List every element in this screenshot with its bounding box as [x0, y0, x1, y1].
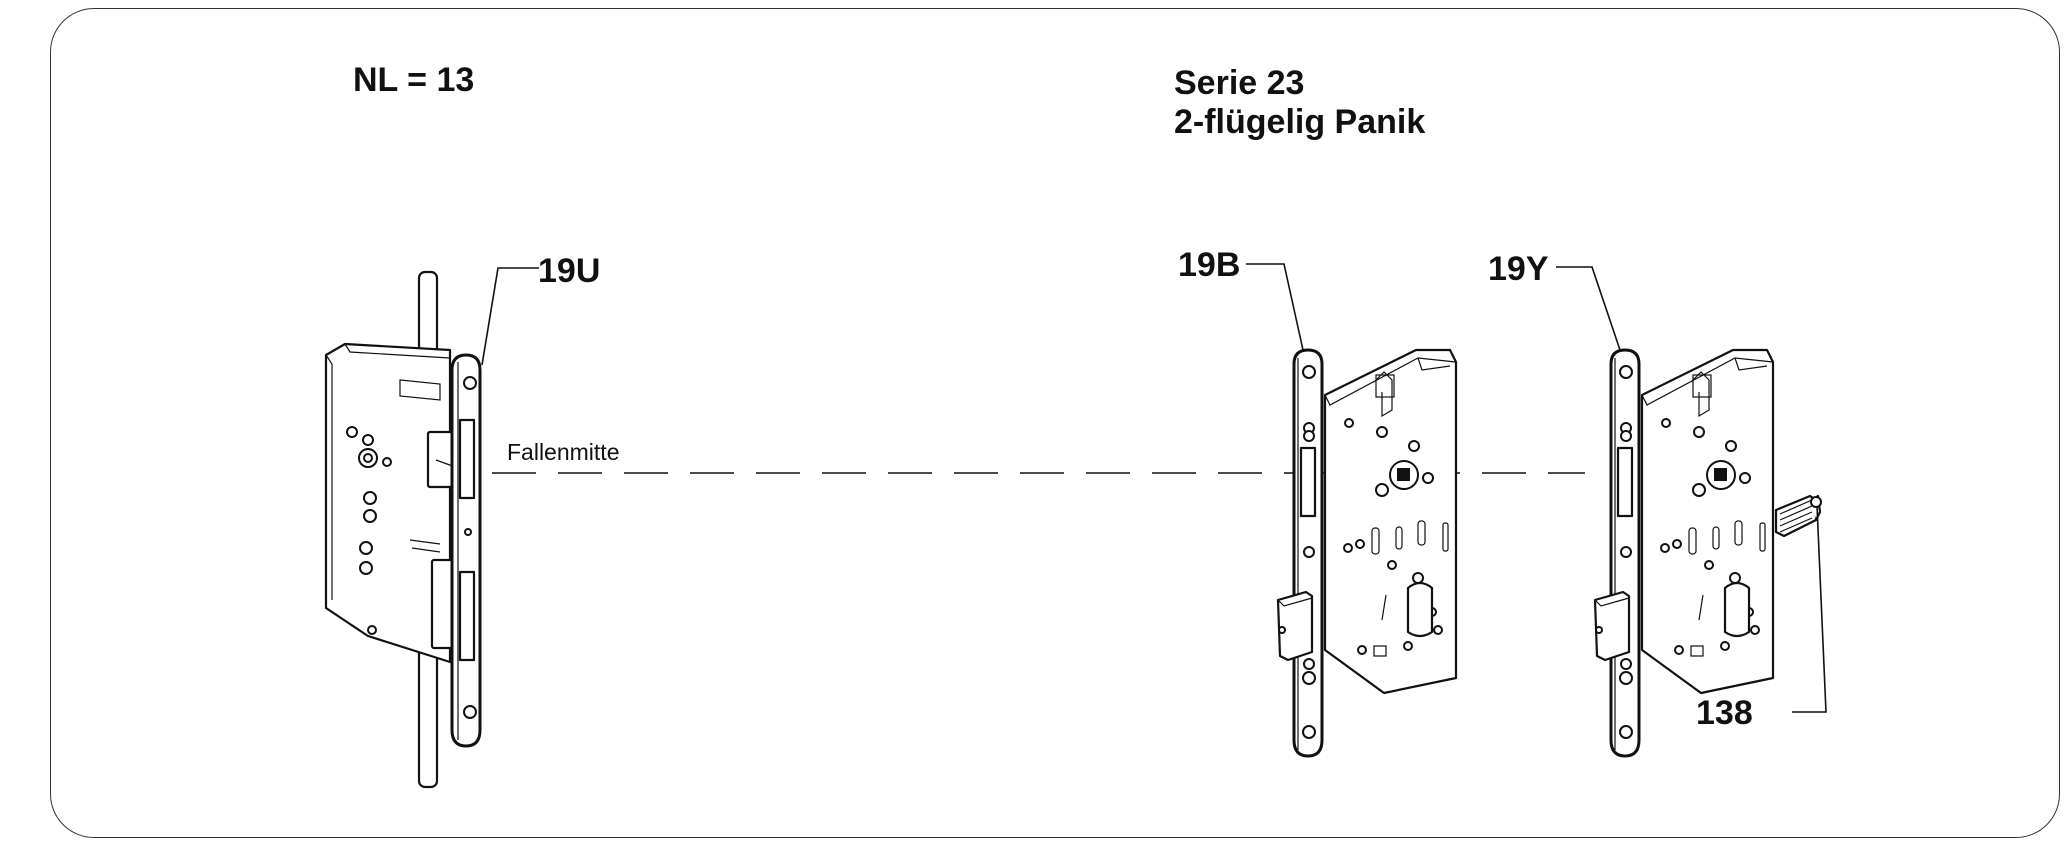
- nl-title: NL = 13: [353, 61, 475, 99]
- leader-138: [1792, 505, 1827, 713]
- leader-19u: [481, 267, 539, 366]
- callout-19y: 19Y: [1488, 250, 1549, 288]
- series-subtitle: 2-flügelig Panik: [1174, 103, 1426, 141]
- series-title: Serie 23: [1174, 64, 1305, 102]
- drawing-frame: [50, 8, 2060, 838]
- callout-138: 138: [1696, 694, 1753, 732]
- lock-19u: [324, 270, 482, 789]
- lock-19b: [1276, 348, 1458, 758]
- leader-19y: [1556, 266, 1621, 351]
- callout-19b: 19B: [1178, 246, 1240, 284]
- callout-19u: 19U: [538, 252, 600, 290]
- centerline-label: Fallenmitte: [507, 439, 619, 465]
- lock-19y: [1593, 348, 1775, 758]
- connector-138: [1774, 494, 1822, 538]
- leader-19b: [1246, 263, 1304, 351]
